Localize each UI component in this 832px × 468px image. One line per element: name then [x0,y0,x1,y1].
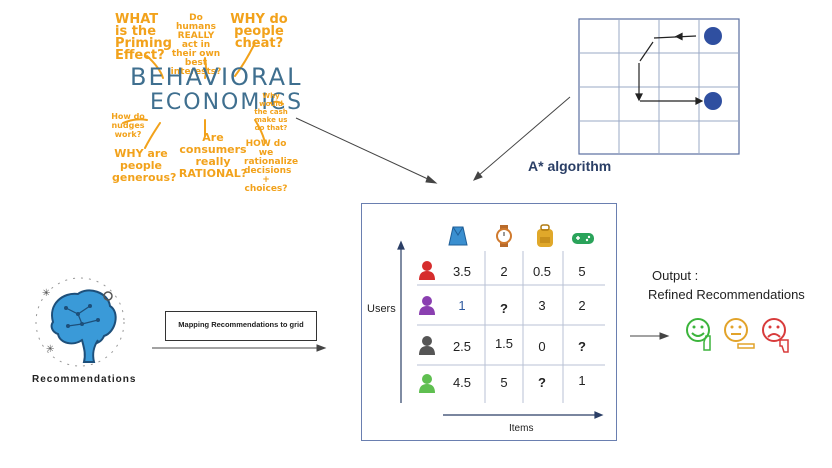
be-title-economics: ECONOMICS [150,90,304,115]
user-purple-icon [419,296,435,315]
question-generous: WHY are people generous? [112,147,177,184]
cell-r2-c1: 1 [458,298,466,313]
astar-label: A* algorithm [528,158,612,174]
svg-text:✳: ✳ [42,288,50,299]
astar-start-node [704,92,722,110]
backpack-icon [537,224,553,247]
output-emojis [686,318,789,353]
neutral-pointing-icon [724,318,755,349]
cell-r2-c4: 2 [578,298,586,313]
question-best-interests: Do humans REALLY act in their own best i… [170,13,222,77]
cell-r2-c3: 3 [538,298,546,313]
question-cheat: WHY do people cheat? [230,12,288,51]
cell-r4-c3: ? [538,375,546,390]
svg-text:✳: ✳ [46,344,54,355]
sad-thumbs-down-icon [762,318,789,353]
mapping-label: Mapping Recommendations to grid [178,320,304,329]
cell-r1-c2: 2 [500,264,508,279]
astar-grid [578,18,740,155]
question-priming: WHAT is the Priming Effect? [115,12,172,63]
user-gray-icon [419,336,435,355]
watch-icon [496,225,512,247]
cell-r1-c1: 3.5 [452,264,472,279]
question-nudges: How do nudges work? [111,112,145,139]
be-title-behavioral: BEHAVIORAL [130,63,303,91]
user-red-icon [419,261,435,280]
matrix-panel [361,203,617,441]
items-axis-label: Items [509,423,534,434]
question-rational: Are consumers really RATIONAL? [178,131,248,180]
users-axis-label: Users [367,303,396,315]
mapping-box: Mapping Recommendations to grid [165,311,317,341]
gear-icon [103,291,113,301]
cell-r4-c1: 4.5 [452,375,472,390]
question-rationalize: HOW do we rationalize decisions + choice… [244,139,299,194]
question-cash: Why would the cash make us do that? [254,92,288,132]
cell-r2-c2: ? [500,301,508,316]
jacket-icon [448,226,468,246]
gamepad-icon [572,233,594,244]
matrix-grid [397,224,605,419]
happy-thumbs-up-icon [686,318,711,351]
output-title: Output : [652,268,699,283]
user-green-icon [419,374,435,393]
recommendations-label: Recommendations [32,374,137,385]
cell-r3-c3: 0 [538,339,546,354]
sketch-branches [122,42,284,149]
cell-r1-c4: 5 [578,264,586,279]
cell-r4-c2: 5 [500,375,508,390]
cell-r3-c4: ? [578,339,586,354]
brain-icon: ✳ ✳ [35,277,125,367]
output-subtitle: Refined Recommendations [648,287,805,302]
cell-r4-c4: 1 [578,373,586,388]
astar-goal-node [704,27,722,45]
cell-r1-c3: 0.5 [532,264,552,279]
cell-r3-c1: 2.5 [452,339,472,354]
cell-r3-c2: 1.5 [494,336,514,351]
